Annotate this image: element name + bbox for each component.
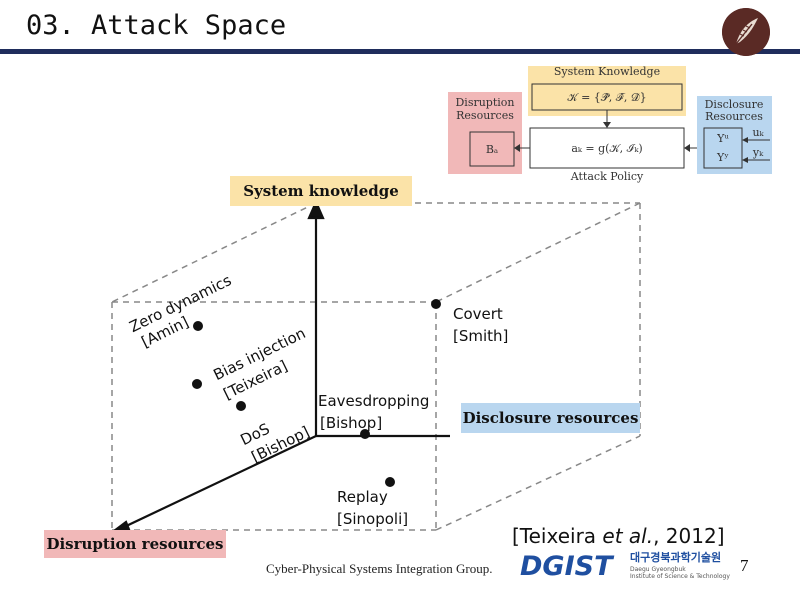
- inset-disruption-line2: Resources: [456, 109, 514, 122]
- logo-main-text: DGIST: [520, 551, 615, 582]
- cube-edge: [111, 202, 317, 303]
- covert-name: Covert: [453, 305, 503, 323]
- inset-disclosure-panel: [697, 96, 772, 174]
- inset-policy-label: Attack Policy: [570, 170, 644, 183]
- inset-knowledge-formula: 𝒦 = {𝒫̂, ℱ̂, 𝒟̂}: [567, 91, 646, 104]
- inset-disclosure-line1: Disclosure: [705, 98, 764, 111]
- attack-model-inset: System Knowledge 𝒦 = {𝒫̂, ℱ̂, 𝒟̂} aₖ = g…: [448, 65, 772, 183]
- logo-english-line2: Institute of Science & Technology: [630, 573, 730, 580]
- inset-disruption-panel: [448, 92, 522, 174]
- replay-name: Replay: [337, 488, 388, 506]
- inset-upsilon-box: [703, 127, 743, 169]
- axis-disruption: [121, 435, 317, 529]
- inset-knowledge-panel: [528, 66, 686, 116]
- point-dos: [236, 401, 246, 411]
- logo-korean-text: 대구경북과학기술원: [630, 550, 721, 564]
- logo-english-line1: Daegu Gyeongbuk: [630, 566, 686, 573]
- citation-authors: [Teixeira: [512, 524, 603, 548]
- inset-arrowhead-uk: [742, 137, 748, 143]
- eavesdropping-ref: [Bishop]: [320, 414, 383, 432]
- cube-edge: [435, 202, 641, 303]
- disruption-resources-label: Disruption resources: [44, 530, 226, 558]
- inset-disclosure-line2: Resources: [705, 110, 763, 123]
- inset-uk: uₖ: [752, 126, 764, 139]
- inset-upsilon-u: Υᵘ: [716, 132, 729, 145]
- inset-upsilon-y: Υʸ: [716, 151, 729, 164]
- point-covert: [431, 299, 441, 309]
- disclosure-resources-label: Disclosure resources: [461, 403, 640, 433]
- inset-ba: Bₐ: [486, 143, 498, 156]
- covert-ref: [Smith]: [453, 327, 509, 345]
- title-rule: [0, 49, 800, 54]
- inset-arrowhead-down: [603, 122, 611, 128]
- footer-group-name: Cyber-Physical Systems Integration Group…: [266, 561, 493, 576]
- citation-etal: et al.: [602, 524, 654, 548]
- inset-knowledge-label: System Knowledge: [554, 65, 660, 78]
- inset-arrowhead-left: [514, 144, 520, 152]
- axis-knowledge-arrowhead: [307, 199, 325, 220]
- inset-arrowhead-policy: [684, 144, 690, 152]
- quill-seal-icon: [722, 8, 770, 56]
- point-eavesdropping: [360, 429, 370, 439]
- page-number: 7: [740, 556, 749, 575]
- replay-ref: [Sinopoli]: [337, 510, 409, 528]
- point-zero-dynamics: [193, 321, 203, 331]
- point-bias-injection: [192, 379, 202, 389]
- slide-title: 03. Attack Space: [26, 10, 287, 41]
- inset-policy-formula: aₖ = g(𝒦, ℐₖ): [571, 142, 642, 155]
- inset-disruption-line1: Disruption: [455, 96, 514, 109]
- citation: [Teixeira et al., 2012]: [512, 524, 725, 548]
- inset-arrowhead-yk: [742, 157, 748, 163]
- point-replay: [385, 477, 395, 487]
- eavesdropping-name: Eavesdropping: [318, 392, 430, 410]
- inset-ba-box: [469, 131, 515, 167]
- system-knowledge-label: System knowledge: [230, 176, 412, 206]
- dgist-logo: DGIST 대구경북과학기술원 Daegu Gyeongbuk Institut…: [520, 550, 730, 582]
- inset-yk: yₖ: [752, 146, 764, 159]
- cube-edge: [435, 435, 641, 531]
- citation-year: , 2012]: [653, 524, 725, 548]
